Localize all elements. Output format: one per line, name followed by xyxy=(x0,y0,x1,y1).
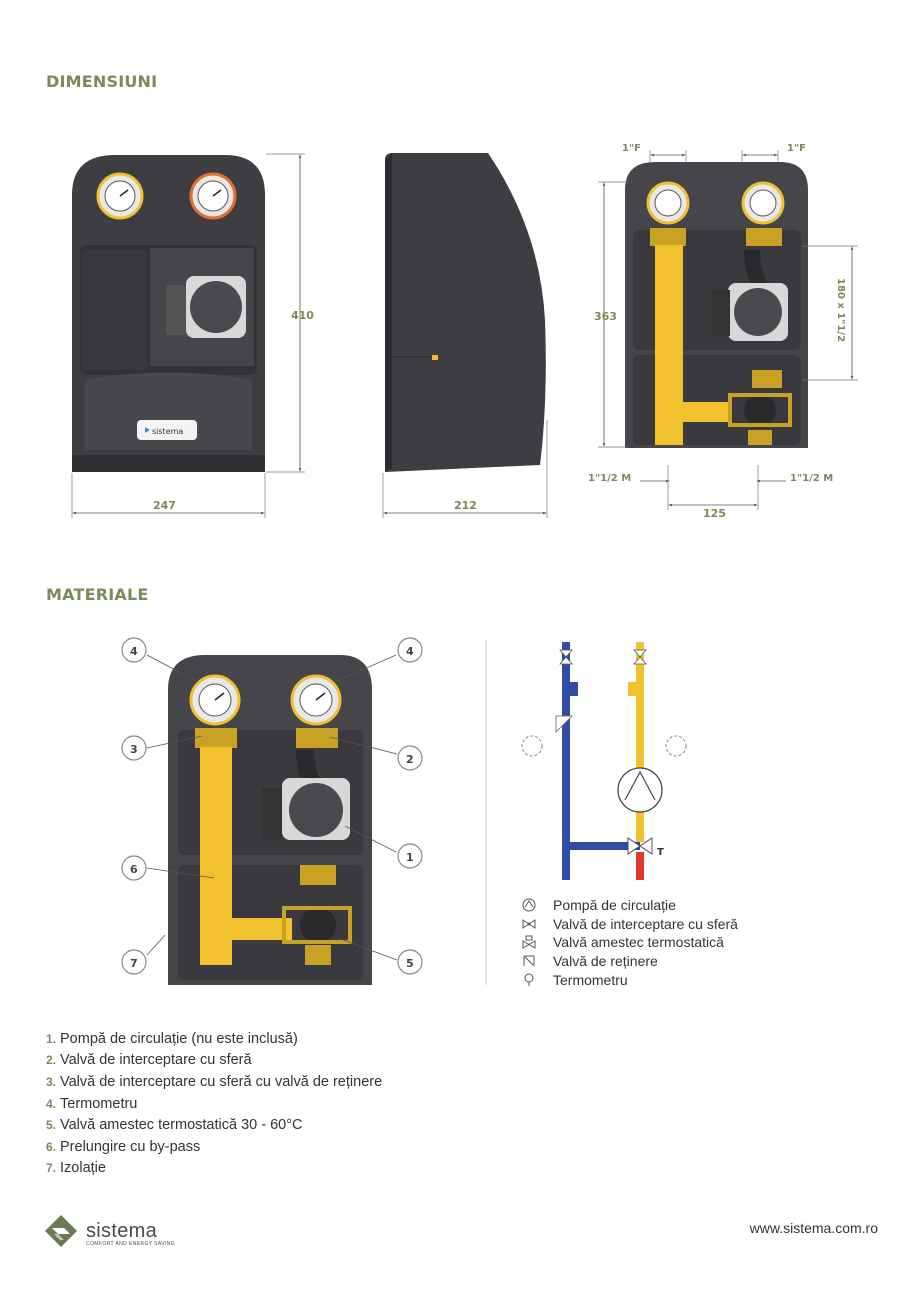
list-number: 2. xyxy=(46,1053,57,1068)
list-label: Izolație xyxy=(60,1160,106,1177)
callout-4-right: 4 xyxy=(397,637,423,663)
legend-item: Valvă de reținere xyxy=(518,952,738,971)
list-number: 5. xyxy=(46,1118,57,1133)
hydraulic-schematic: T xyxy=(521,642,687,880)
dim-pump: 180 x 1"1/2 xyxy=(835,278,846,342)
dimensions-title: DIMENSIUNI xyxy=(46,72,158,91)
legend-item: Pompă de circulație xyxy=(518,896,738,915)
pump-icon xyxy=(518,898,540,912)
legend-item: Termometru xyxy=(518,970,738,989)
logo-brand-name: sistema xyxy=(86,1219,158,1242)
front-logo: sistema xyxy=(152,427,183,436)
list-label: Prelungire cu by-pass xyxy=(60,1138,201,1155)
front-view: sistema xyxy=(72,155,265,472)
dim-back-height: 363 xyxy=(594,310,617,323)
list-label: Valvă de interceptare cu sferă xyxy=(60,1052,252,1069)
svg-text:6: 6 xyxy=(130,863,138,876)
logo-mark-icon xyxy=(44,1214,78,1253)
svg-text:4: 4 xyxy=(406,645,414,658)
callout-1: 1 xyxy=(397,843,423,869)
website-link[interactable]: www.sistema.com.ro xyxy=(749,1220,878,1236)
svg-text:1: 1 xyxy=(406,851,414,864)
legend-label: Valvă de reținere xyxy=(553,953,658,970)
svg-text:2: 2 xyxy=(406,753,414,766)
callout-4-left: 4 xyxy=(121,637,147,663)
legend-item: Valvă amestec termostatică xyxy=(518,933,738,952)
legend-item: Valvă de interceptare cu sferă xyxy=(518,915,738,934)
dim-top-left: 1"F xyxy=(622,143,641,154)
dimensions-drawing: sistema 410 247 212 xyxy=(71,143,858,520)
list-item: 6.Prelungire cu by-pass xyxy=(46,1136,382,1158)
inside-view xyxy=(625,162,808,448)
callout-2: 2 xyxy=(397,745,423,771)
list-number: 1. xyxy=(46,1031,57,1046)
dim-top-right: 1"F xyxy=(787,143,806,154)
legend-label: Valvă amestec termostatică xyxy=(553,934,724,951)
dim-front-width: 247 xyxy=(153,499,176,512)
dim-bottom-center: 125 xyxy=(703,507,726,520)
logo-tagline: COMFORT AND ENERGY SAVING xyxy=(86,1240,176,1247)
list-label: Pompă de circulație (nu este inclusă) xyxy=(60,1030,298,1047)
svg-text:3: 3 xyxy=(130,743,138,756)
list-label: Termometru xyxy=(60,1095,138,1112)
list-number: 6. xyxy=(46,1139,57,1154)
dim-front-height: 410 xyxy=(291,309,314,322)
thermometer-icon xyxy=(518,973,540,987)
check-valve-icon xyxy=(518,954,540,968)
brand-logo[interactable]: sistema COMFORT AND ENERGY SAVING xyxy=(44,1214,175,1253)
callout-5: 5 xyxy=(397,949,423,975)
legend-label: Termometru xyxy=(553,971,628,988)
dim-side-depth: 212 xyxy=(454,499,477,512)
list-item: 3.Valvă de interceptare cu sferă cu valv… xyxy=(46,1071,382,1093)
legend-label: Valvă de interceptare cu sferă xyxy=(553,915,738,932)
list-label: Valvă de interceptare cu sferă cu valvă … xyxy=(60,1073,383,1090)
callout-3: 3 xyxy=(121,735,147,761)
callout-7: 7 xyxy=(121,949,147,975)
legend-label: Pompă de circulație xyxy=(553,897,676,914)
component-list: 1.Pompă de circulație (nu este inclusă) … xyxy=(46,1028,382,1179)
callout-lines xyxy=(146,654,398,961)
list-number: 3. xyxy=(46,1074,57,1089)
ball-valve-icon xyxy=(518,917,540,931)
svg-text:7: 7 xyxy=(130,957,138,970)
list-item: 4.Termometru xyxy=(46,1093,382,1115)
list-item: 7.Izolație xyxy=(46,1158,382,1180)
list-item: 2.Valvă de interceptare cu sferă xyxy=(46,1050,382,1072)
materials-title: MATERIALE xyxy=(46,585,149,604)
unit-exploded-view xyxy=(168,655,372,985)
mixing-valve-icon xyxy=(518,935,540,950)
list-label: Valvă amestec termostatică 30 - 60°C xyxy=(60,1117,303,1134)
callout-6: 6 xyxy=(121,855,147,881)
schematic-t-label: T xyxy=(657,847,664,858)
list-item: 5.Valvă amestec termostatică 30 - 60°C xyxy=(46,1114,382,1136)
list-number: 7. xyxy=(46,1161,57,1176)
list-number: 4. xyxy=(46,1096,57,1111)
list-item: 1.Pompă de circulație (nu este inclusă) xyxy=(46,1028,382,1050)
dim-bottom-left: 1"1/2 M xyxy=(588,473,631,484)
side-view xyxy=(385,153,546,472)
svg-text:5: 5 xyxy=(406,957,414,970)
materials-drawing: 4 4 3 2 1 6 7 5 T xyxy=(121,637,687,985)
svg-text:4: 4 xyxy=(130,645,138,658)
symbol-legend: Pompă de circulație Valvă de interceptar… xyxy=(518,896,738,989)
dim-bottom-right: 1"1/2 M xyxy=(790,473,833,484)
